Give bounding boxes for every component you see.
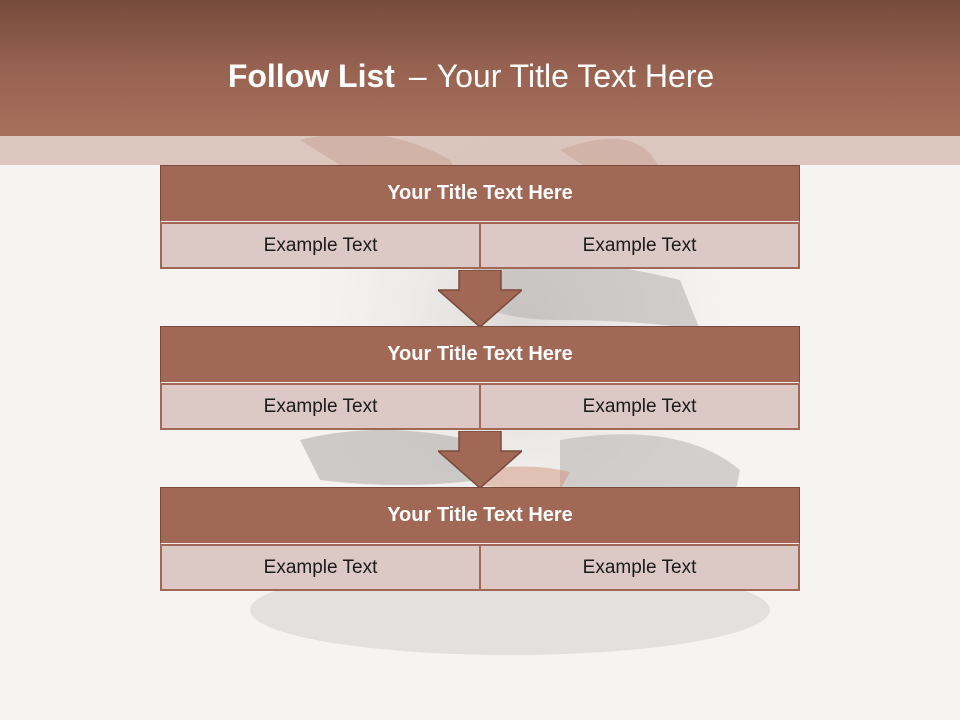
- block-cell-right: Example Text: [479, 222, 800, 269]
- block-title: Your Title Text Here: [160, 326, 800, 384]
- slide-title-separator: –: [408, 58, 427, 94]
- down-arrow-1: [438, 270, 522, 328]
- block-cell-right: Example Text: [479, 544, 800, 591]
- block-title: Your Title Text Here: [160, 487, 800, 545]
- slide-title-rest: Your Title Text Here: [436, 58, 715, 94]
- list-block-1: Your Title Text Here Example Text Exampl…: [160, 165, 800, 271]
- header-bar: [0, 0, 960, 136]
- header-band: [0, 136, 960, 165]
- block-cell-right: Example Text: [479, 383, 800, 430]
- list-block-2: Your Title Text Here Example Text Exampl…: [160, 326, 800, 432]
- block-cell-left: Example Text: [160, 222, 481, 269]
- slide-title-bold: Follow List: [227, 58, 395, 94]
- slide-title: Follow List–Your Title Text Here: [0, 56, 942, 96]
- list-block-3: Your Title Text Here Example Text Exampl…: [160, 487, 800, 591]
- block-title: Your Title Text Here: [160, 165, 800, 223]
- block-cell-left: Example Text: [160, 544, 481, 591]
- down-arrow-2: [438, 431, 522, 489]
- block-cell-left: Example Text: [160, 383, 481, 430]
